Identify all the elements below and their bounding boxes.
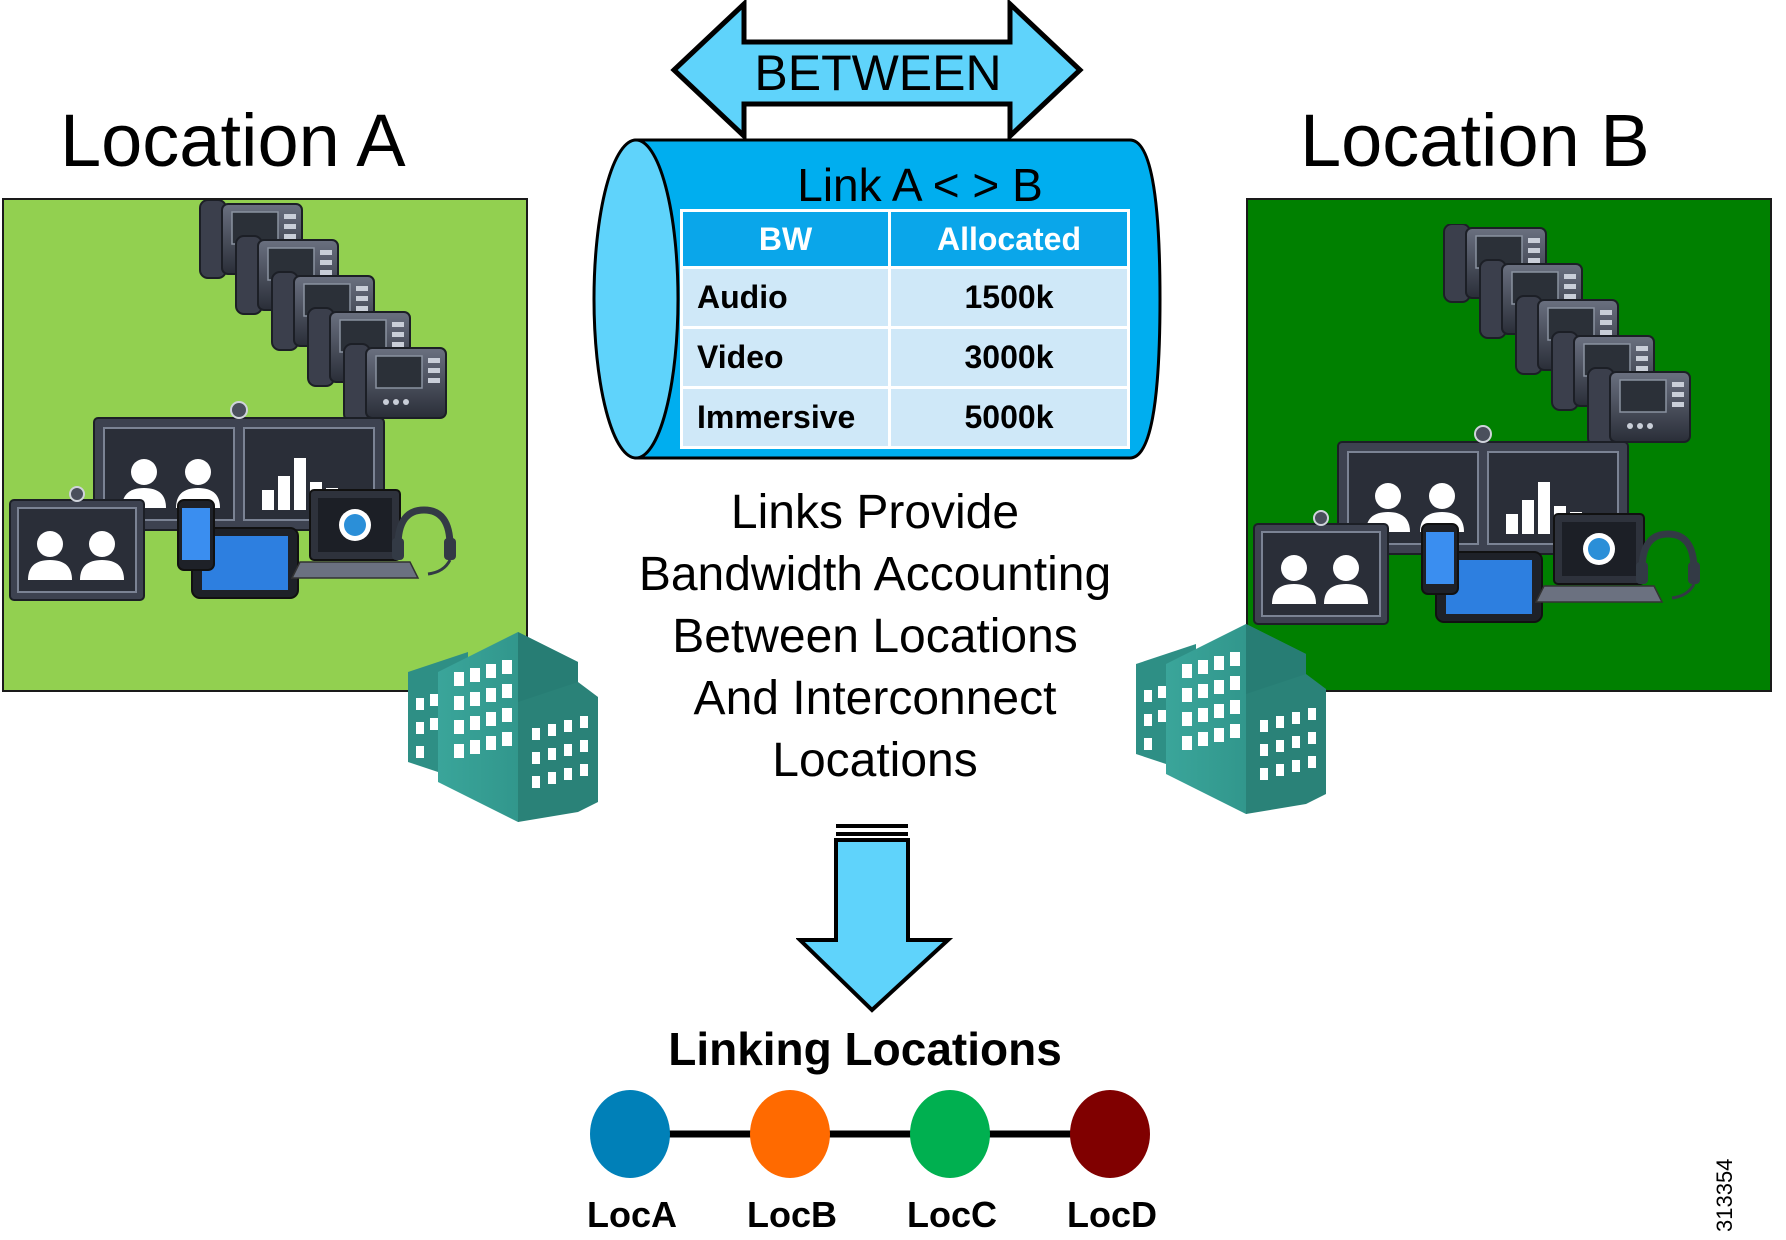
ip-phone-icon [10,200,456,600]
between-label: BETWEEN [754,45,1002,101]
building-icon [1136,624,1326,814]
description: Links Provide Bandwidth Accounting Betwe… [590,482,1160,792]
node-label-locb: LocB [747,1194,837,1235]
location-a-devices [0,200,540,700]
description-line: Between Locations [672,610,1078,663]
linking-chain [590,1090,1150,1178]
link-title: Link A < > B [797,159,1043,211]
node-locd [1070,1090,1150,1178]
row-value: 1500k [888,266,1130,329]
node-locc [910,1090,990,1178]
node-label-locd: LocD [1067,1194,1157,1235]
building-icon [408,632,598,822]
table-row: Video 3000k [680,326,1130,389]
table-header-bw: BW [680,209,891,269]
row-name: Audio [680,266,891,329]
node-loca [590,1090,670,1178]
row-name: Video [680,326,891,389]
figure-id: 313354 [1712,1158,1737,1232]
node-label-loca: LocA [587,1194,677,1235]
bandwidth-table: BW Allocated Audio 1500k Video 3000k Imm… [680,209,1130,449]
row-value: 3000k [888,326,1130,389]
description-line: Bandwidth Accounting [638,548,1112,601]
down-arrow [796,824,954,1013]
location-b-title: Location B [1300,99,1650,182]
node-label-locc: LocC [907,1194,997,1235]
description-line: Locations [772,734,978,787]
table-header-allocated: Allocated [888,209,1130,269]
linking-title: Linking Locations [668,1023,1062,1075]
description-line: Links Provide [730,486,1020,539]
between-double-arrow [670,0,1084,140]
node-locb [750,1090,830,1178]
row-value: 5000k [888,386,1130,449]
description-line: And Interconnect [693,672,1057,725]
table-row: Audio 1500k [680,266,1130,329]
row-name: Immersive [680,386,891,449]
location-a-title: Location A [60,99,406,182]
table-row: Immersive 5000k [680,386,1130,449]
